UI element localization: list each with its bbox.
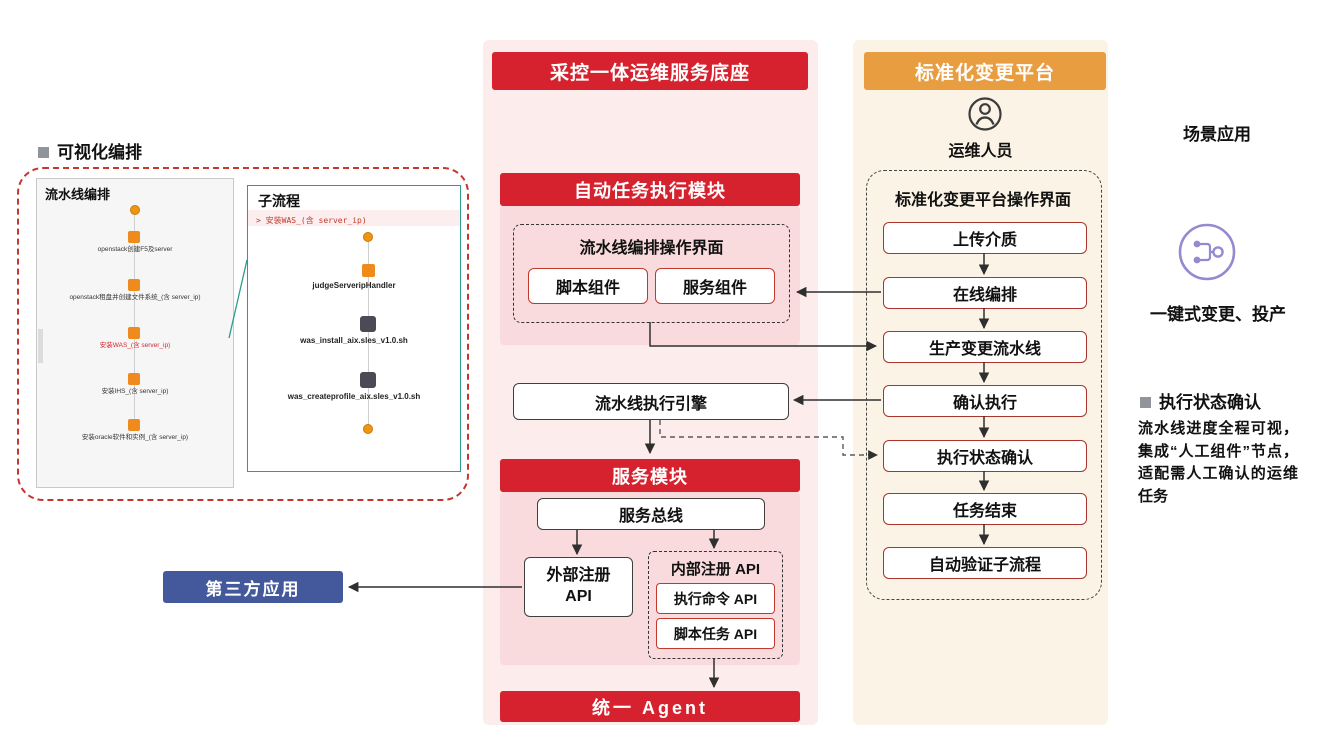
service-module-header: 服务模块 [500, 459, 800, 492]
change-platform-ui-title: 标准化变更平台操作界面 [894, 192, 1071, 209]
step-production-pipeline[interactable]: 生产变更流水线 [883, 331, 1087, 363]
subprocess-code-text: > 安装WAS_(含 server_ip) [256, 216, 367, 225]
subprocess-code-row: > 安装WAS_(含 server_ip) [248, 210, 460, 226]
subprocess-panel: 子流程 > 安装WAS_(含 server_ip) judgeServeripH… [247, 185, 461, 472]
status-section-text: 流水线进度全程可视，集成“人工组件”节点，适配需人工确认的运维任务 [1138, 420, 1298, 505]
bullet-square-icon [1140, 397, 1151, 408]
third-party-app-box: 第三方应用 [163, 571, 343, 603]
script-node-label: was_install_aix.sles_v1.0.sh [300, 336, 408, 345]
pipeline-panel-title: 流水线编排 [45, 187, 111, 202]
auto-task-module-header: 自动任务执行模块 [500, 173, 800, 206]
step-auto-verify-subprocess[interactable]: 自动验证子流程 [883, 547, 1087, 579]
third-party-app-label: 第三方应用 [205, 579, 301, 599]
visual-orchestration-frame [17, 167, 469, 501]
orchestration-ui-title: 流水线编排操作界面 [579, 240, 724, 257]
scene-caption: 一键式变更、投产 [1150, 305, 1286, 324]
panel-scrollbar[interactable] [38, 329, 43, 363]
service-module-header-text: 服务模块 [612, 466, 688, 487]
service-component-button[interactable]: 服务组件 [655, 268, 775, 304]
task-node-label-selected: 安装WAS_(含 server_ip) [99, 342, 171, 349]
task-node-label: 安装IHS_(含 server_ip) [101, 388, 169, 395]
change-platform-ui-box [866, 170, 1102, 600]
task-node-icon[interactable] [128, 373, 140, 385]
middle-column-header-text: 采控一体运维服务底座 [549, 62, 750, 84]
visual-orchestration-text: 可视化编排 [57, 143, 142, 162]
task-node-icon[interactable] [128, 231, 140, 243]
handler-node-label: judgeServeripHandler [312, 281, 396, 290]
internal-api-box: 内部注册 API 执行命令 API 脚本任务 API [648, 551, 783, 659]
script-node-icon[interactable] [360, 372, 376, 388]
service-bus-box: 服务总线 [537, 498, 765, 530]
step-upload-media[interactable]: 上传介质 [883, 222, 1087, 254]
task-node-icon[interactable] [128, 327, 140, 339]
internal-api-title: 内部注册 API [670, 561, 761, 578]
task-node-label: 安装oracle软件和实例_(含 server_ip) [81, 434, 189, 441]
step-label: 在线编排 [952, 287, 1017, 304]
pipeline-flow-line [134, 215, 135, 431]
pipeline-engine-box: 流水线执行引擎 [513, 383, 789, 420]
step-label: 确认执行 [952, 395, 1017, 412]
task-node-icon[interactable] [128, 279, 140, 291]
step-label: 自动验证子流程 [928, 557, 1041, 574]
subprocess-flow-line [368, 242, 369, 430]
step-label: 任务结束 [952, 503, 1017, 520]
service-component-label: 服务组件 [682, 280, 747, 297]
end-node-icon [363, 424, 373, 434]
external-api-box: 外部注册 API [524, 557, 633, 617]
service-bus-label: 服务总线 [618, 508, 683, 525]
bullet-square-icon [38, 147, 49, 158]
exec-command-api-box: 执行命令 API [656, 583, 775, 614]
unified-agent-bar: 统一 Agent [500, 691, 800, 722]
step-online-orchestration[interactable]: 在线编排 [883, 277, 1087, 309]
visual-orchestration-label: 可视化编排 [38, 138, 142, 163]
right-column-header-text: 标准化变更平台 [914, 62, 1055, 84]
handler-node-icon[interactable] [362, 264, 375, 277]
pipeline-engine-label: 流水线执行引擎 [594, 395, 707, 413]
start-node-icon [363, 232, 373, 242]
task-node-label: openstack创建F5及server [97, 246, 173, 253]
orchestration-ui-box: 流水线编排操作界面 脚本组件 服务组件 [513, 224, 790, 323]
task-node-label: openstack租盘并创建文件系统_(含 server_ip) [69, 294, 201, 301]
auto-task-module-header-text: 自动任务执行模块 [574, 180, 726, 201]
step-status-confirmation[interactable]: 执行状态确认 [883, 440, 1087, 472]
exec-command-api-label: 执行命令 API [673, 590, 758, 607]
script-component-label: 脚本组件 [555, 280, 620, 297]
scene-title: 场景应用 [1183, 125, 1251, 144]
pipeline-panel: 流水线编排 openstack创建F5及server openstack租盘并创… [36, 178, 234, 488]
step-label: 上传介质 [952, 232, 1017, 249]
step-confirm-execution[interactable]: 确认执行 [883, 385, 1087, 417]
status-section-title: 执行状态确认 [1140, 388, 1261, 413]
step-label: 执行状态确认 [936, 450, 1033, 467]
step-task-finish[interactable]: 任务结束 [883, 493, 1087, 525]
start-node-icon [130, 205, 140, 215]
unified-agent-label: 统一 Agent [592, 697, 708, 718]
middle-column-header: 采控一体运维服务底座 [492, 52, 808, 90]
status-section-title-text: 执行状态确认 [1159, 393, 1261, 412]
script-node-icon[interactable] [360, 316, 376, 332]
script-node-label: was_createprofile_aix.sles_v1.0.sh [287, 392, 421, 401]
operator-role-label: 运维人员 [948, 143, 1013, 160]
script-task-api-label: 脚本任务 API [673, 625, 758, 642]
external-api-label: 外部注册 API [546, 567, 611, 605]
pipeline-icon [1178, 223, 1236, 281]
right-column-header: 标准化变更平台 [864, 52, 1106, 90]
script-task-api-box: 脚本任务 API [656, 618, 775, 649]
user-icon [968, 97, 1002, 131]
subprocess-panel-title: 子流程 [258, 193, 300, 209]
step-label: 生产变更流水线 [928, 341, 1041, 358]
task-node-icon[interactable] [128, 419, 140, 431]
script-component-button[interactable]: 脚本组件 [528, 268, 648, 304]
